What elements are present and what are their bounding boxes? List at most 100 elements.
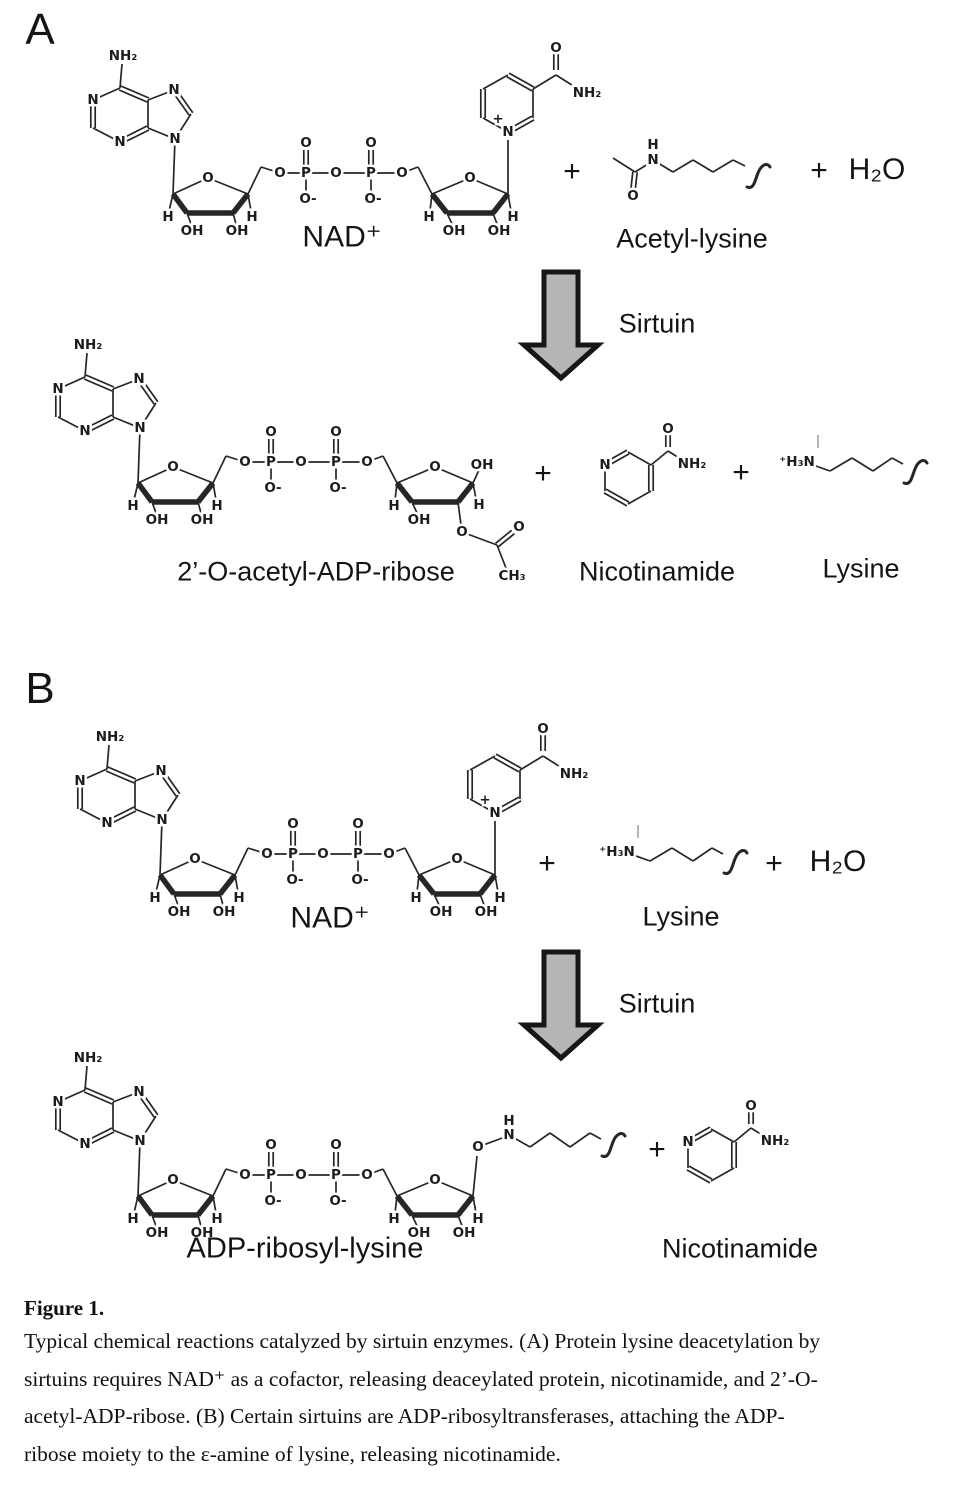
- svg-text:O: O: [239, 454, 250, 470]
- svg-text:H: H: [211, 1211, 222, 1227]
- svg-text:O: O: [265, 1137, 276, 1153]
- svg-text:H: H: [233, 890, 244, 906]
- svg-text:⁺H₃N: ⁺H₃N: [599, 844, 635, 860]
- svg-text:OH: OH: [488, 223, 511, 239]
- svg-text:NH₂: NH₂: [109, 48, 138, 64]
- svg-text:OH: OH: [475, 904, 498, 920]
- svg-text:N: N: [133, 371, 144, 387]
- lysine-structure-b: ⁺H₃N: [597, 825, 749, 876]
- svg-text:O-: O-: [264, 1193, 281, 1209]
- svg-text:O: O: [550, 40, 561, 56]
- svg-text:OH: OH: [408, 1225, 431, 1241]
- svg-text:⁺H₃N: ⁺H₃N: [779, 454, 815, 470]
- down-arrow-icon: [517, 269, 605, 382]
- svg-text:H: H: [388, 1211, 399, 1227]
- svg-text:H: H: [211, 498, 222, 514]
- svg-text:N: N: [52, 381, 63, 397]
- figure-caption: Figure 1. Typical chemical reactions cat…: [24, 1293, 944, 1473]
- svg-text:N: N: [489, 805, 500, 821]
- svg-text:N: N: [503, 1127, 514, 1143]
- svg-text:O-: O-: [286, 872, 303, 888]
- svg-text:OH: OH: [181, 223, 204, 239]
- nad-label-a: NAD⁺: [302, 220, 382, 254]
- svg-text:O-: O-: [264, 480, 281, 496]
- svg-text:N: N: [682, 1134, 693, 1150]
- svg-text:H: H: [647, 137, 658, 153]
- svg-text:N: N: [156, 812, 167, 828]
- svg-text:CH₃: CH₃: [498, 568, 525, 584]
- svg-text:OH: OH: [146, 512, 169, 528]
- plus-sign: +: [563, 155, 581, 188]
- svg-text:N: N: [134, 420, 145, 436]
- plus-sign: +: [534, 457, 552, 490]
- svg-text:O: O: [456, 524, 467, 540]
- svg-text:OH: OH: [430, 904, 453, 920]
- acetyl-lysine-label: Acetyl-lysine: [616, 223, 768, 254]
- svg-text:H: H: [127, 498, 138, 514]
- svg-text:OH: OH: [471, 457, 494, 473]
- product-b-label: ADP-ribosyl-lysine: [186, 1232, 424, 1265]
- nicotinamide-label-b: Nicotinamide: [661, 1233, 819, 1264]
- reaction-arrow-b: [517, 949, 605, 1062]
- caption-line: ribose moiety to the ε-amine of lysine, …: [24, 1441, 561, 1466]
- svg-text:O-: O-: [351, 872, 368, 888]
- svg-text:N: N: [79, 423, 90, 439]
- svg-text:O: O: [167, 1172, 178, 1188]
- svg-text:H: H: [473, 497, 484, 513]
- svg-text:O: O: [383, 846, 394, 862]
- lysine-label-a: Lysine: [822, 553, 900, 584]
- caption-line: acetyl-ADP-ribose. (B) Certain sirtuins …: [24, 1404, 785, 1428]
- svg-text:N: N: [52, 1094, 63, 1110]
- svg-text:O: O: [300, 135, 311, 151]
- svg-text:O: O: [189, 851, 200, 867]
- svg-text:H: H: [503, 1113, 514, 1129]
- svg-text:O: O: [365, 135, 376, 151]
- svg-text:O: O: [429, 1172, 440, 1188]
- svg-text:H: H: [494, 890, 505, 906]
- svg-text:O: O: [361, 1167, 372, 1183]
- caption-title: Figure 1.: [24, 1296, 105, 1320]
- svg-text:N: N: [647, 152, 658, 168]
- svg-text:O: O: [317, 846, 328, 862]
- svg-text:OH: OH: [408, 512, 431, 528]
- svg-text:O-: O-: [329, 1193, 346, 1209]
- svg-text:O: O: [239, 1167, 250, 1183]
- plus-sign: +: [732, 456, 750, 489]
- svg-text:P: P: [331, 454, 341, 470]
- plus-sign: +: [538, 847, 556, 880]
- svg-text:O: O: [352, 816, 363, 832]
- svg-text:H: H: [423, 209, 434, 225]
- panel-b-letter: B: [25, 664, 55, 713]
- svg-text:O-: O-: [299, 191, 316, 207]
- svg-text:N: N: [155, 763, 166, 779]
- svg-text:O-: O-: [364, 191, 381, 207]
- lysine-label-b: Lysine: [642, 901, 720, 932]
- svg-text:O: O: [361, 454, 372, 470]
- svg-text:O-: O-: [329, 480, 346, 496]
- panel-a-letter: A: [25, 5, 55, 54]
- svg-text:O: O: [429, 459, 440, 475]
- svg-text:NH₂: NH₂: [678, 456, 707, 472]
- svg-text:P: P: [353, 846, 363, 862]
- svg-text:N: N: [114, 134, 125, 150]
- svg-text:N: N: [134, 1133, 145, 1149]
- plus-sign: +: [648, 1133, 666, 1166]
- svg-text:O: O: [265, 424, 276, 440]
- svg-text:N: N: [101, 815, 112, 831]
- svg-text:OH: OH: [226, 223, 249, 239]
- svg-text:P: P: [366, 165, 376, 181]
- svg-text:H: H: [388, 498, 399, 514]
- sirtuin-label-a: Sirtuin: [618, 308, 696, 339]
- svg-text:O: O: [295, 1167, 306, 1183]
- water-formula-b: H₂O: [809, 845, 867, 878]
- down-arrow-icon: [517, 949, 605, 1062]
- acetyl-lysine-structure: ONH: [612, 135, 772, 207]
- svg-text:O: O: [330, 1137, 341, 1153]
- svg-text:NH₂: NH₂: [573, 85, 602, 101]
- svg-text:OH: OH: [168, 904, 191, 920]
- svg-text:NH₂: NH₂: [96, 729, 125, 745]
